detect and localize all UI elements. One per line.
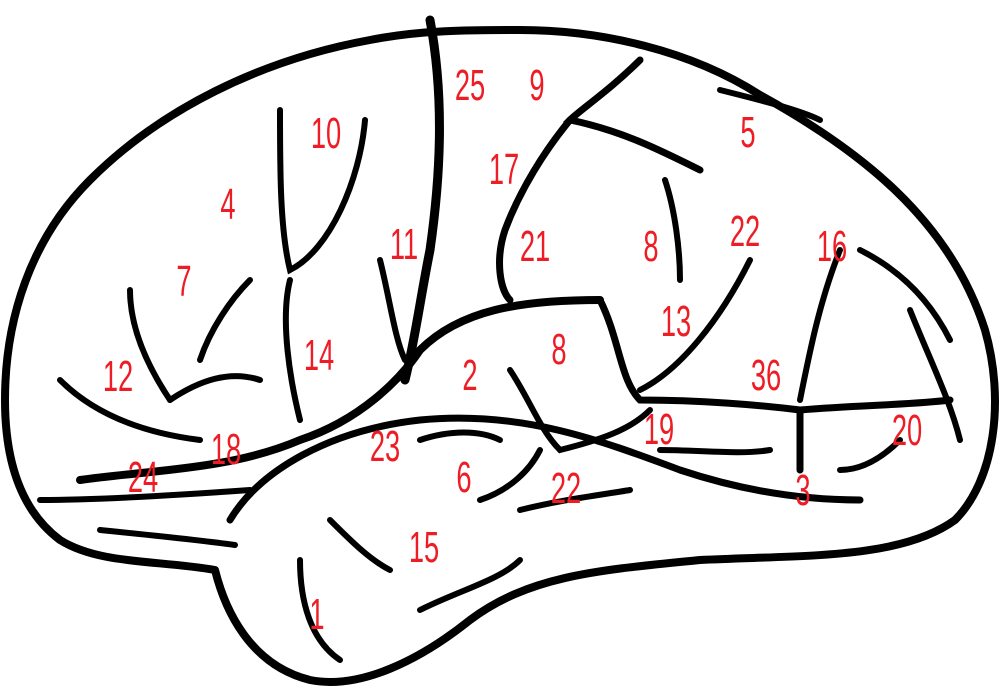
region-label: 25 xyxy=(455,64,485,108)
region-label: 8 xyxy=(551,328,566,372)
brain-outline xyxy=(5,30,995,682)
region-label: 2 xyxy=(462,354,477,398)
sulcus-l xyxy=(660,450,770,452)
region-label: 18 xyxy=(211,428,241,472)
region-label: 23 xyxy=(370,425,400,469)
region-label: 3 xyxy=(795,469,810,513)
region-label: 19 xyxy=(644,408,674,452)
region-label: 13 xyxy=(661,300,691,344)
region-label: 36 xyxy=(751,354,781,398)
region-label: 24 xyxy=(128,456,158,500)
region-label: 5 xyxy=(740,111,755,155)
region-label: 7 xyxy=(176,260,191,304)
region-label: 4 xyxy=(220,183,235,227)
region-label: 22 xyxy=(551,467,581,511)
region-label: 10 xyxy=(311,112,341,156)
region-label: 15 xyxy=(409,526,439,570)
region-label: 8 xyxy=(643,225,658,269)
region-label: 9 xyxy=(529,64,544,108)
region-label: 12 xyxy=(103,355,133,399)
region-label: 11 xyxy=(390,223,418,267)
region-label: 22 xyxy=(730,210,760,254)
region-label: 21 xyxy=(520,225,550,269)
region-label: 16 xyxy=(817,225,847,269)
region-label: 6 xyxy=(456,456,471,500)
region-label: 14 xyxy=(304,334,334,378)
region-label: 20 xyxy=(892,409,922,453)
region-label: 17 xyxy=(489,148,519,192)
region-label: 1 xyxy=(309,593,324,637)
